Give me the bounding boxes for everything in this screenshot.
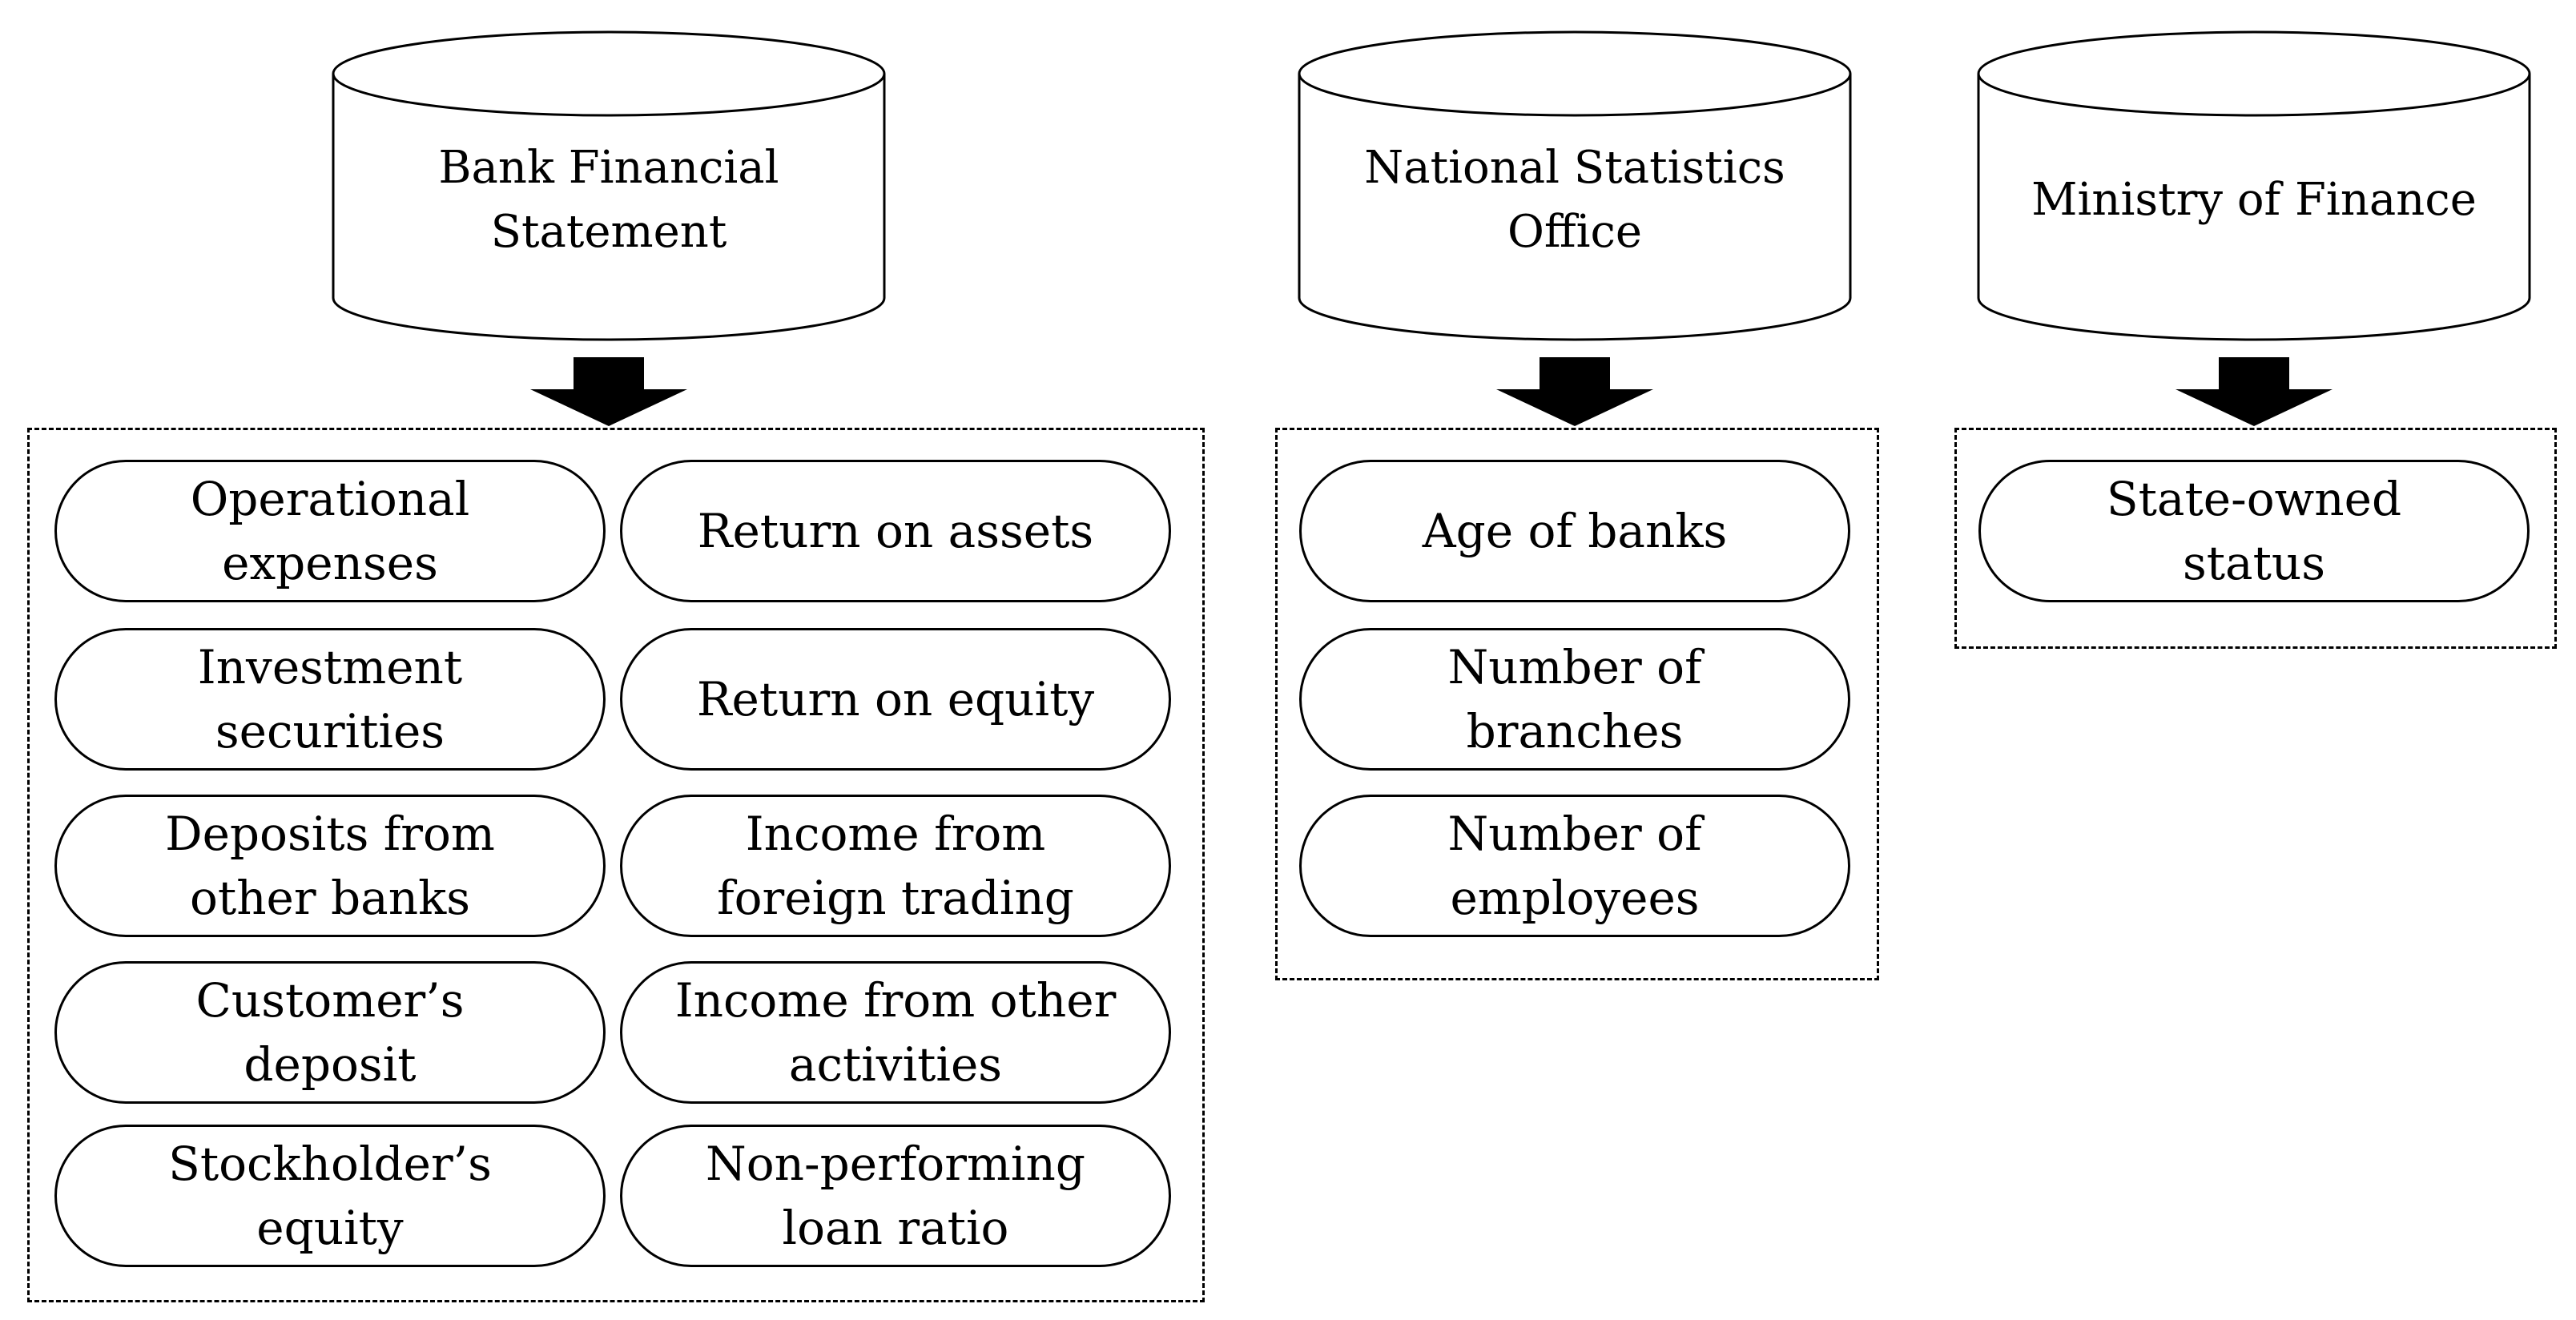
source-label-line: Statement <box>490 206 727 258</box>
down-arrow-icon <box>2176 357 2332 426</box>
source-label-line: Bank Financial <box>438 142 779 194</box>
source-label-line: National Statistics <box>1364 142 1785 194</box>
variable-pill: Return on assets <box>620 460 1171 602</box>
source-label-line: Ministry of Finance <box>2031 174 2477 226</box>
source-label-finance: Ministry of Finance <box>1986 120 2522 280</box>
source-label-bank: Bank Financial Statement <box>349 120 868 280</box>
database-cylinder-icon <box>1977 30 2531 341</box>
variable-pill: Return on equity <box>620 628 1171 771</box>
statistics-variables-group <box>1275 428 1879 980</box>
finance-variables-group <box>1954 428 2557 649</box>
down-arrow-icon <box>1496 357 1653 426</box>
database-cylinder-icon <box>1298 30 1852 341</box>
bank-variables-group <box>27 428 1205 1302</box>
source-label-statistics: National Statistics Office <box>1310 120 1839 280</box>
source-label-line: Office <box>1507 206 1643 258</box>
database-cylinder-icon <box>332 30 886 341</box>
down-arrow-icon <box>530 357 687 426</box>
variable-pill: Age of banks <box>1299 460 1850 602</box>
